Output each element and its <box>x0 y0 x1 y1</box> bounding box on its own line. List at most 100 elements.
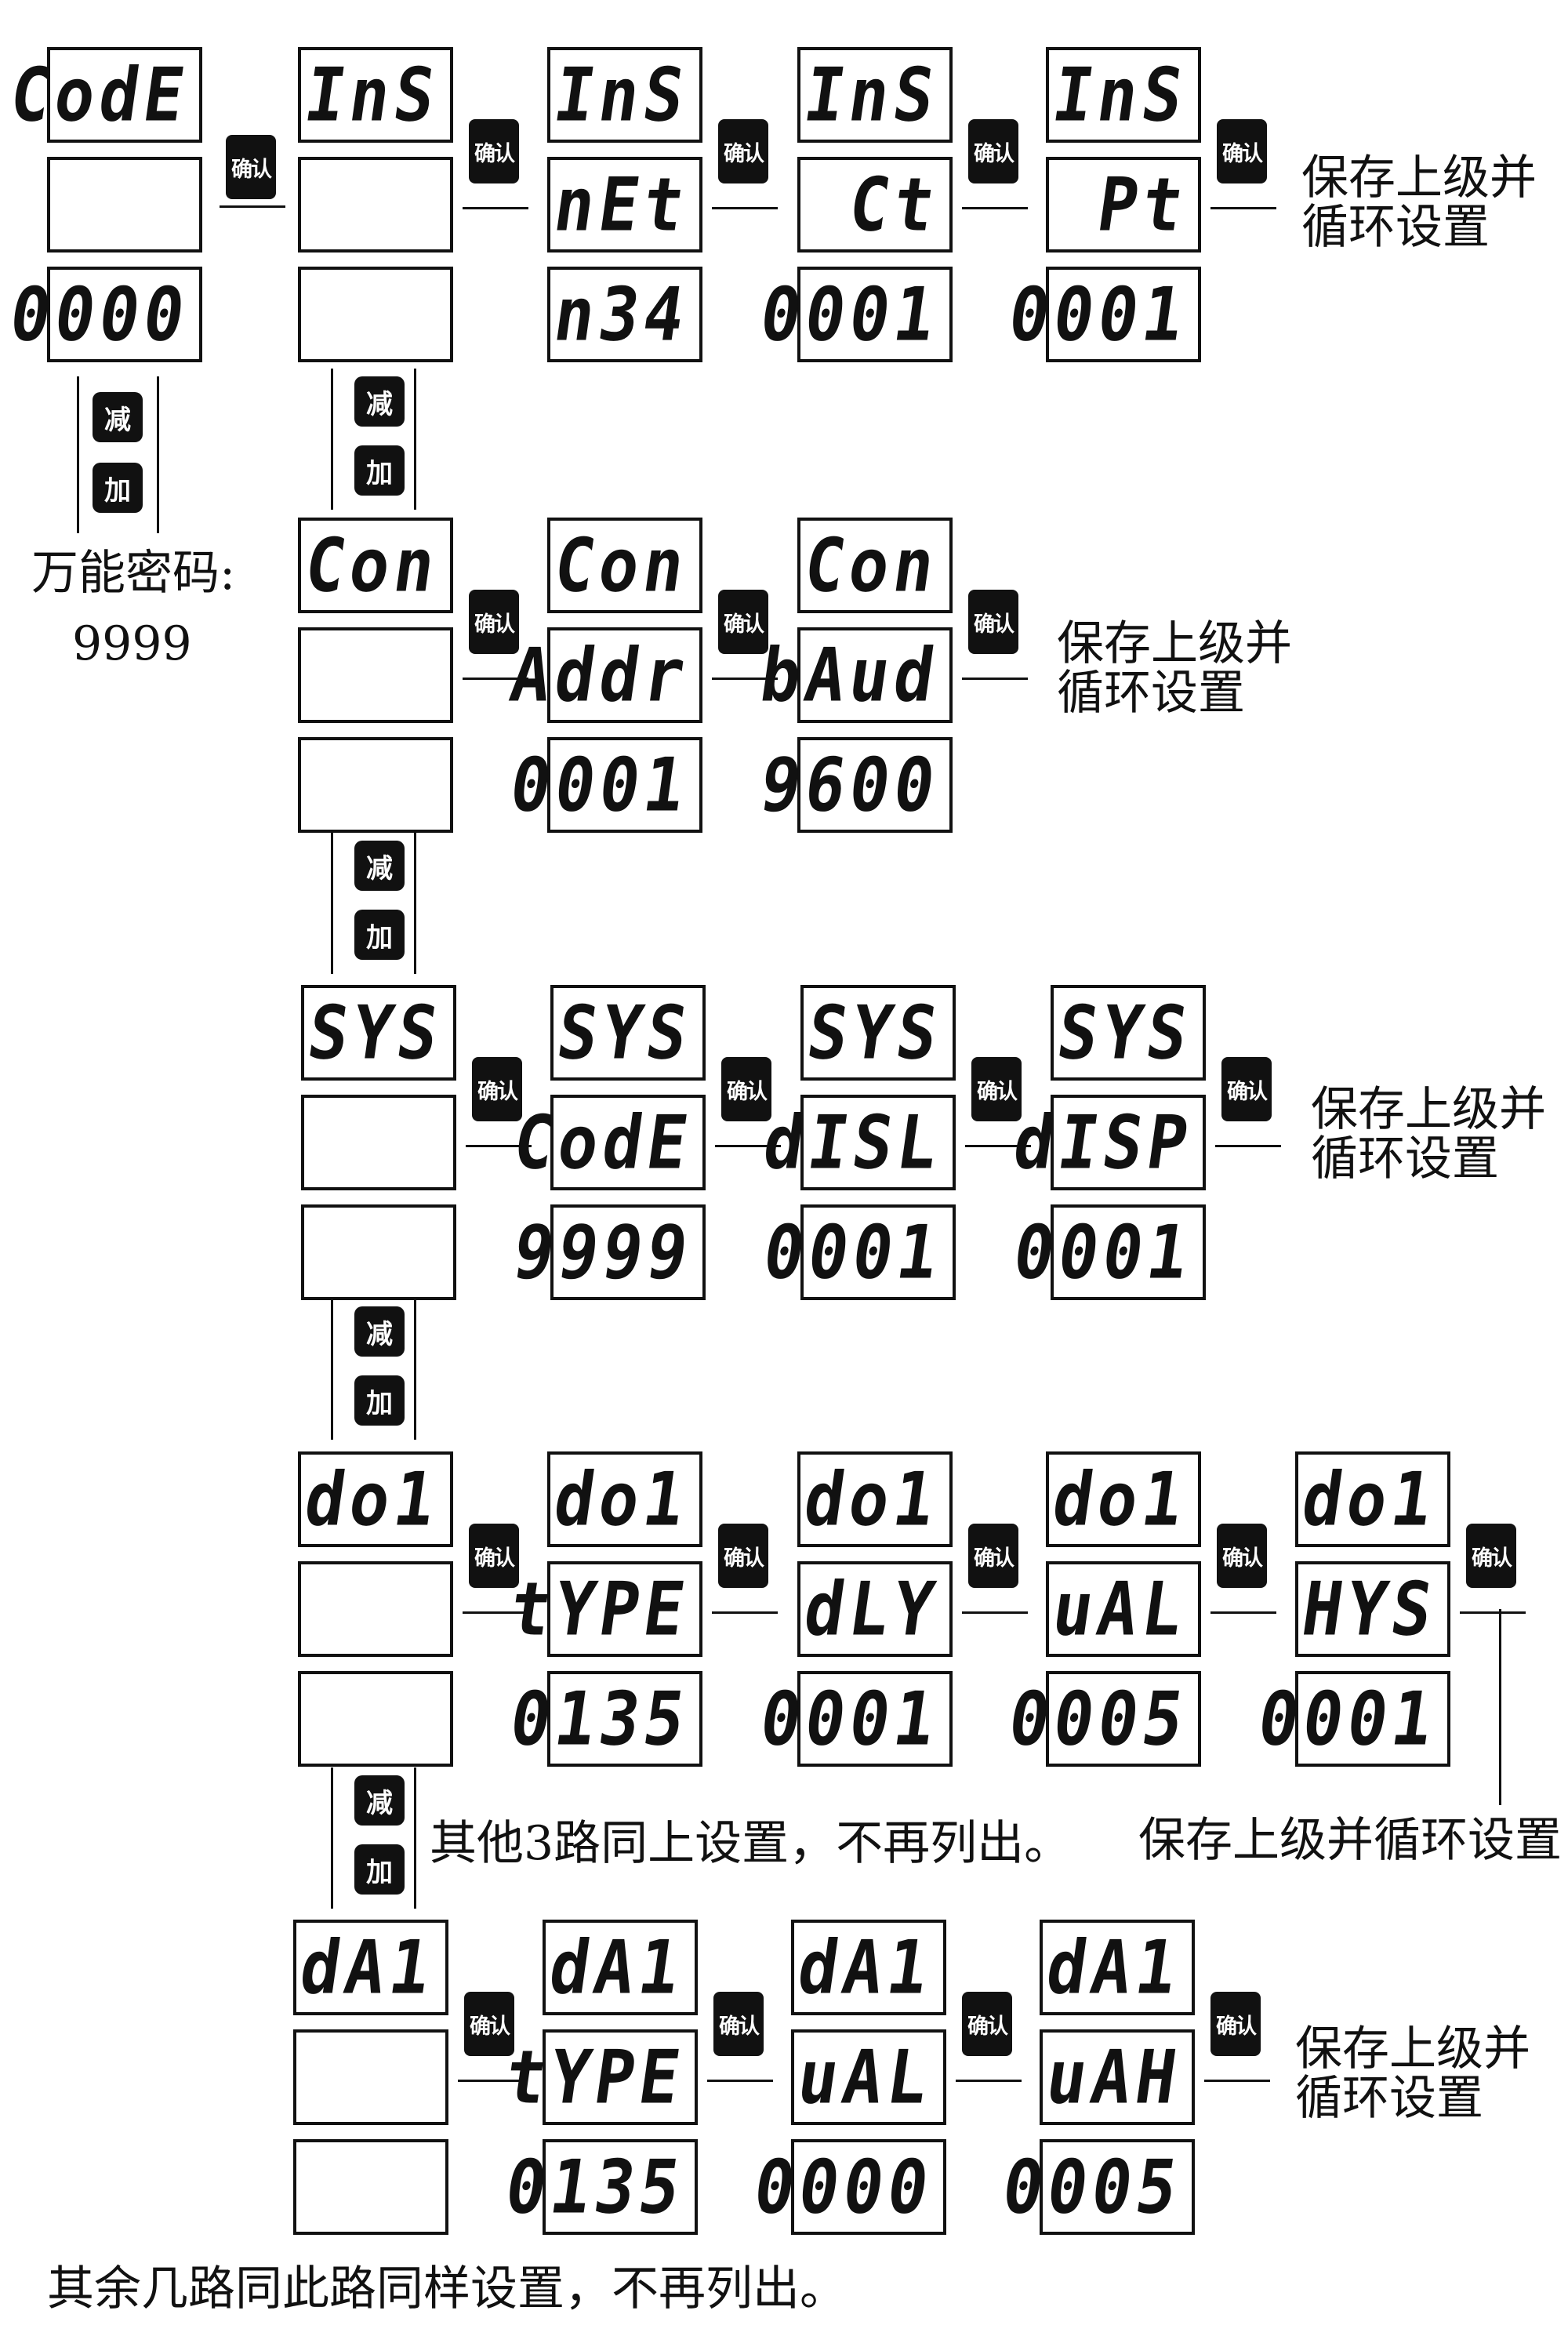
con-segment-text <box>432 735 446 835</box>
do1-display-5-line-3: 0001 <box>1253 1671 1450 1767</box>
do1-display-5-line-2: HYS <box>1295 1561 1450 1657</box>
decrease-button[interactable]: 减 <box>354 841 405 891</box>
sys-segment-text: dISP <box>1007 1099 1198 1186</box>
confirm-button[interactable]: 确认 <box>718 1524 768 1588</box>
connector-line <box>463 678 528 680</box>
sys-segment-text: 0001 <box>757 1209 948 1295</box>
confirm-button[interactable]: 确认 <box>464 1992 514 2056</box>
do1-segment-text: HYS <box>1297 1566 1443 1652</box>
confirm-button[interactable]: 确认 <box>718 119 768 183</box>
do1-display-3-line-1: do1 <box>797 1451 953 1547</box>
connector-line <box>1460 1611 1526 1614</box>
confirm-button[interactable]: 确认 <box>968 1524 1018 1588</box>
ins-segment-text <box>432 154 446 255</box>
do1-segment-text: 0001 <box>1252 1676 1443 1762</box>
confirm-button[interactable]: 确认 <box>1221 1057 1272 1121</box>
increase-button[interactable]: 加 <box>354 1375 405 1426</box>
confirm-button[interactable]: 确认 <box>713 1992 764 2056</box>
do1-segment-text <box>432 1559 446 1659</box>
ai1-display-1-line-2 <box>293 2029 448 2125</box>
confirm-button[interactable]: 确认 <box>469 590 519 654</box>
confirm-button[interactable]: 确认 <box>226 135 276 199</box>
arrow-up-line <box>331 1767 333 1909</box>
do1-display-1-line-2 <box>298 1561 453 1657</box>
ins-display-4-line-3: 0001 <box>1004 267 1201 362</box>
con-display-1-line-1: Con <box>298 518 453 613</box>
ai1-segment-text: dA1 <box>544 1924 690 2011</box>
connector-line <box>962 678 1028 680</box>
confirm-button[interactable]: 确认 <box>968 119 1018 183</box>
con-display-3-line-2: bAud <box>755 627 953 723</box>
connector-line <box>157 376 159 533</box>
ins-segment-text: InS <box>799 52 945 138</box>
sys-display-1-line-2 <box>301 1095 456 1190</box>
con-segment-text <box>432 625 446 725</box>
other-do-channels-note: 其他3路同上设置，不再列出。 <box>430 1816 1072 1871</box>
ai1-display-4-line-3: 0005 <box>997 2139 1195 2235</box>
con-display-3-line-3: 9600 <box>755 737 953 833</box>
increase-button[interactable]: 加 <box>354 445 405 496</box>
do1-display-2-line-3: 0135 <box>505 1671 702 1767</box>
con-segment-text: bAud <box>754 632 945 718</box>
save-return-note: 保存上级并 循环设置 <box>1295 2022 1530 2126</box>
increase-button[interactable]: 加 <box>93 463 143 513</box>
do1-display-2-line-1: do1 <box>547 1451 702 1547</box>
arrow-up-line <box>331 1299 333 1440</box>
decrease-button[interactable]: 减 <box>93 392 143 442</box>
decrease-button[interactable]: 减 <box>354 1306 405 1357</box>
ins-display-4-line-1: InS <box>1046 47 1201 143</box>
decrease-button[interactable]: 减 <box>354 1775 405 1826</box>
confirm-button[interactable]: 确认 <box>1466 1524 1516 1588</box>
ins-display-3-line-1: InS <box>797 47 953 143</box>
ins-display-3-line-2: Ct <box>797 157 953 252</box>
sys-display-4-line-2: dISP <box>1008 1095 1206 1190</box>
ai1-segment-text: dA1 <box>295 1924 441 2011</box>
confirm-button[interactable]: 确认 <box>718 590 768 654</box>
connector-line <box>466 1145 532 1147</box>
arrow-down-line <box>414 1299 416 1440</box>
code-display-1-line-1: CodE <box>5 47 202 143</box>
do1-segment-text: do1 <box>799 1456 945 1542</box>
con-segment-text: 0001 <box>504 742 695 828</box>
ins-segment-text <box>432 264 446 365</box>
ai1-segment-text: tYPE <box>499 2034 690 2120</box>
con-display-1-line-2 <box>298 627 453 723</box>
confirm-button[interactable]: 确认 <box>968 590 1018 654</box>
ai1-segment-text: dA1 <box>793 1924 938 2011</box>
increase-button[interactable]: 加 <box>354 910 405 960</box>
con-segment-text: Addr <box>504 632 695 718</box>
sys-display-2-line-2: CodE <box>508 1095 706 1190</box>
confirm-button[interactable]: 确认 <box>721 1057 771 1121</box>
confirm-button[interactable]: 确认 <box>1217 119 1267 183</box>
confirm-button[interactable]: 确认 <box>469 1524 519 1588</box>
ai1-segment-text: 0135 <box>499 2144 690 2230</box>
confirm-button[interactable]: 确认 <box>469 119 519 183</box>
arrow-down-line <box>414 833 416 974</box>
confirm-button[interactable]: 确认 <box>962 1992 1012 2056</box>
sys-segment-text: 9999 <box>507 1209 698 1295</box>
confirm-button[interactable]: 确认 <box>971 1057 1022 1121</box>
ins-segment-text: Ct <box>844 162 945 248</box>
ins-segment-text: n34 <box>549 271 695 358</box>
ai1-display-4-line-2: uAH <box>1040 2029 1195 2125</box>
do1-segment-text: do1 <box>299 1456 445 1542</box>
do1-segment-text: 0135 <box>504 1676 695 1762</box>
ins-display-2-line-2: nEt <box>547 157 702 252</box>
confirm-button[interactable]: 确认 <box>1210 1992 1261 2056</box>
universal-password-value: 9999 <box>72 616 192 671</box>
ins-display-1-line-1: InS <box>298 47 453 143</box>
connector-line <box>715 1145 781 1147</box>
decrease-button[interactable]: 减 <box>354 376 405 427</box>
ins-segment-text: InS <box>299 52 445 138</box>
confirm-button[interactable]: 确认 <box>472 1057 522 1121</box>
confirm-button[interactable]: 确认 <box>1217 1524 1267 1588</box>
sys-display-3-line-2: dISL <box>758 1095 956 1190</box>
connector-line <box>1204 2080 1270 2082</box>
code-display-1-line-2 <box>47 157 202 252</box>
sys-display-2-line-1: SYS <box>550 985 706 1081</box>
do1-display-5-line-1: do1 <box>1295 1451 1450 1547</box>
ins-segment-text: Pt <box>1092 162 1193 248</box>
increase-button[interactable]: 加 <box>354 1844 405 1895</box>
arrow-down-line <box>414 369 416 510</box>
save-return-note: 保存上级并 循环设置 <box>1057 616 1292 721</box>
